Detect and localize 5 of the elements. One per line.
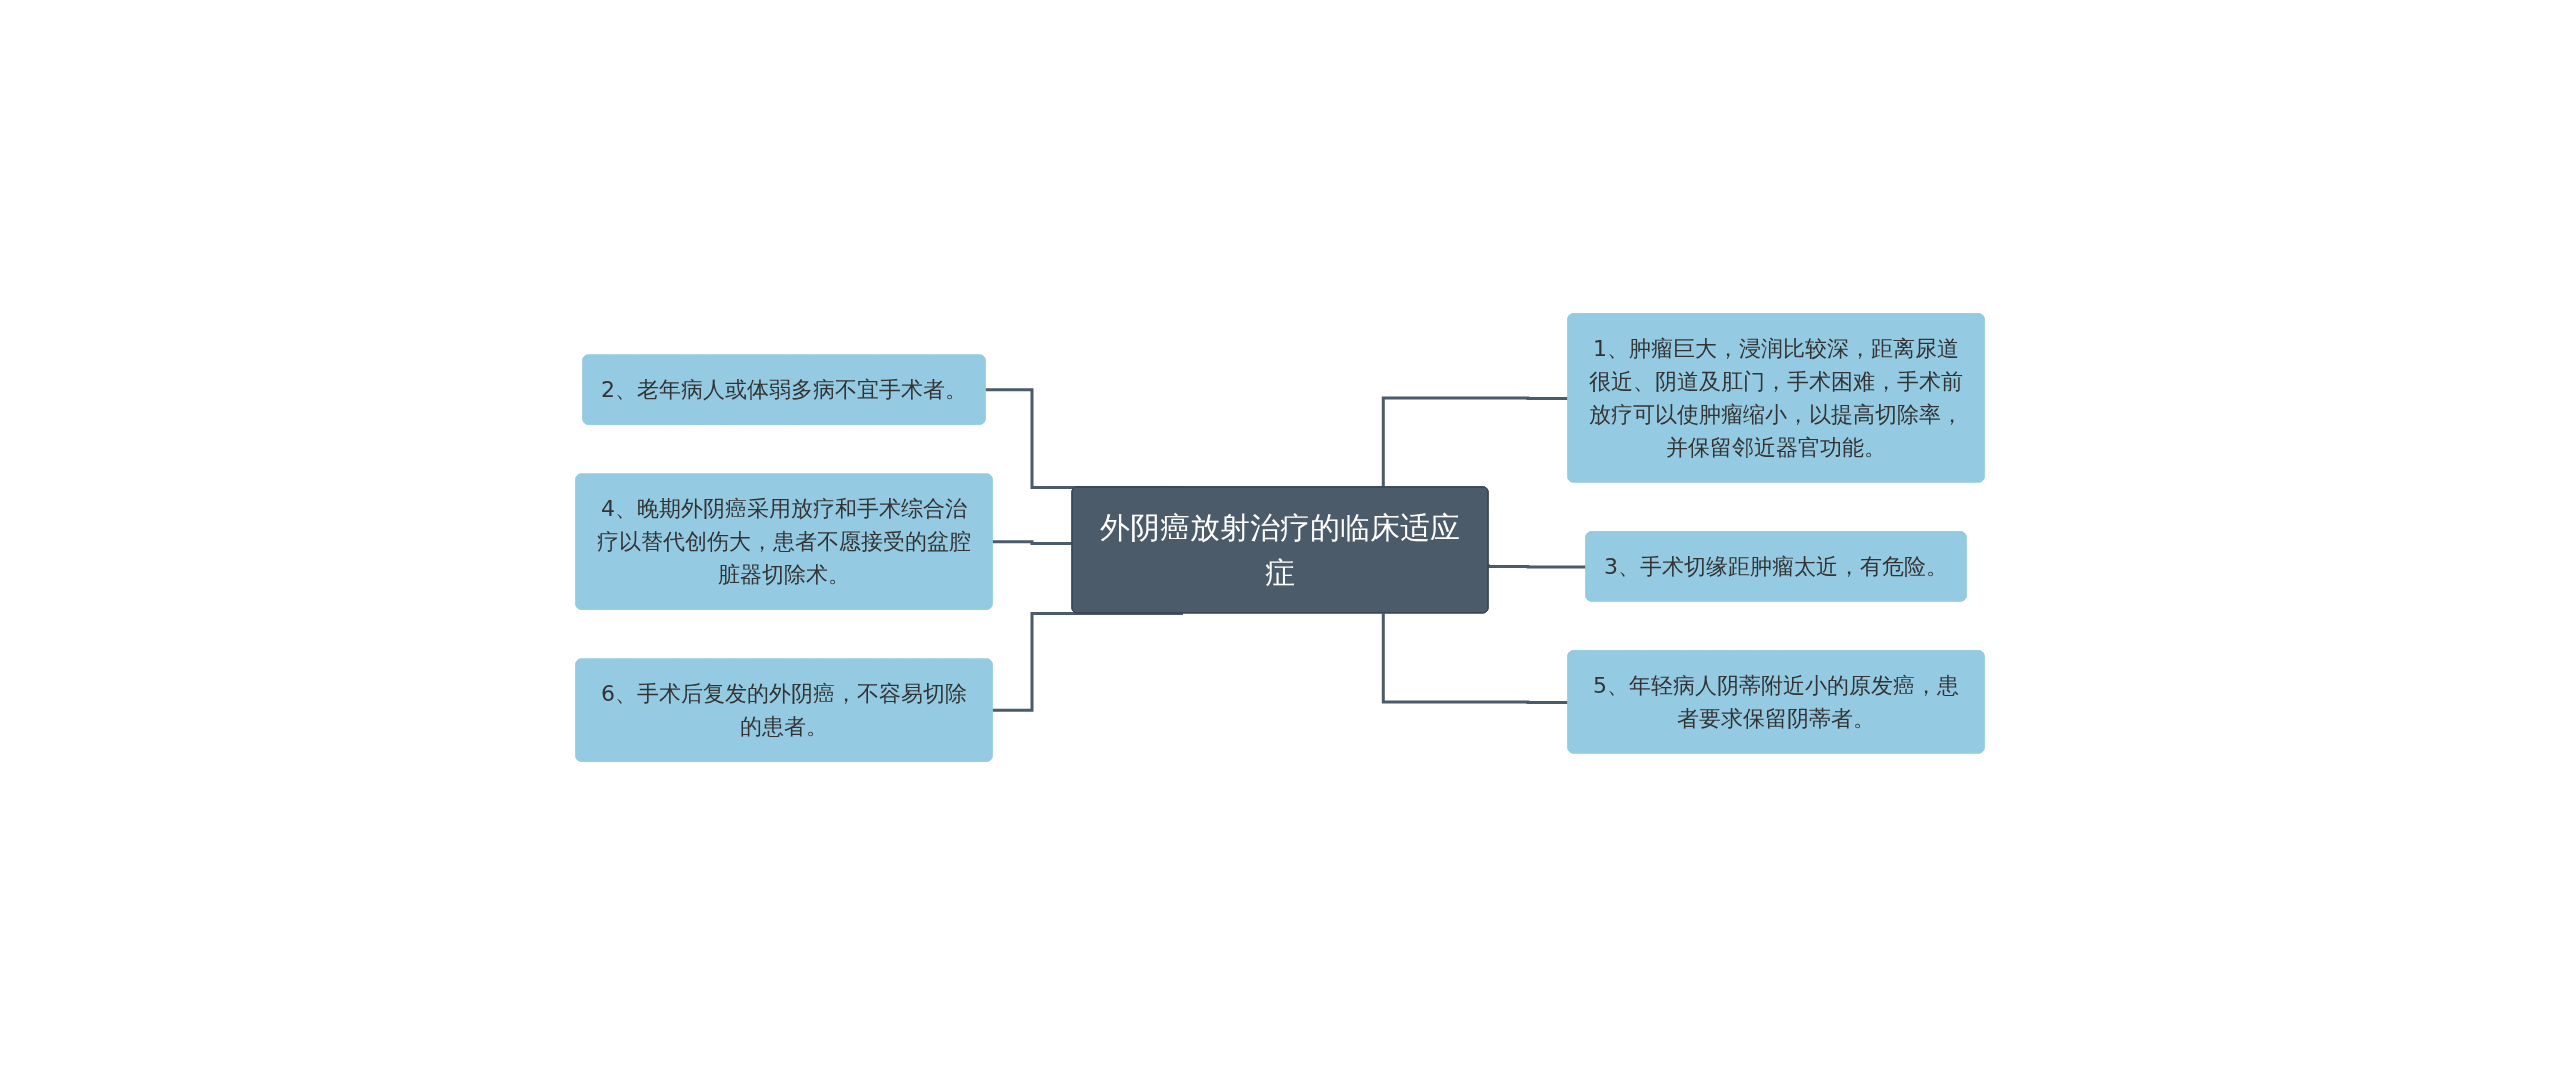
connector [991, 611, 1183, 713]
connector [1381, 396, 1569, 488]
connector [1487, 563, 1587, 569]
connector [991, 540, 1073, 545]
connector [1381, 613, 1569, 704]
